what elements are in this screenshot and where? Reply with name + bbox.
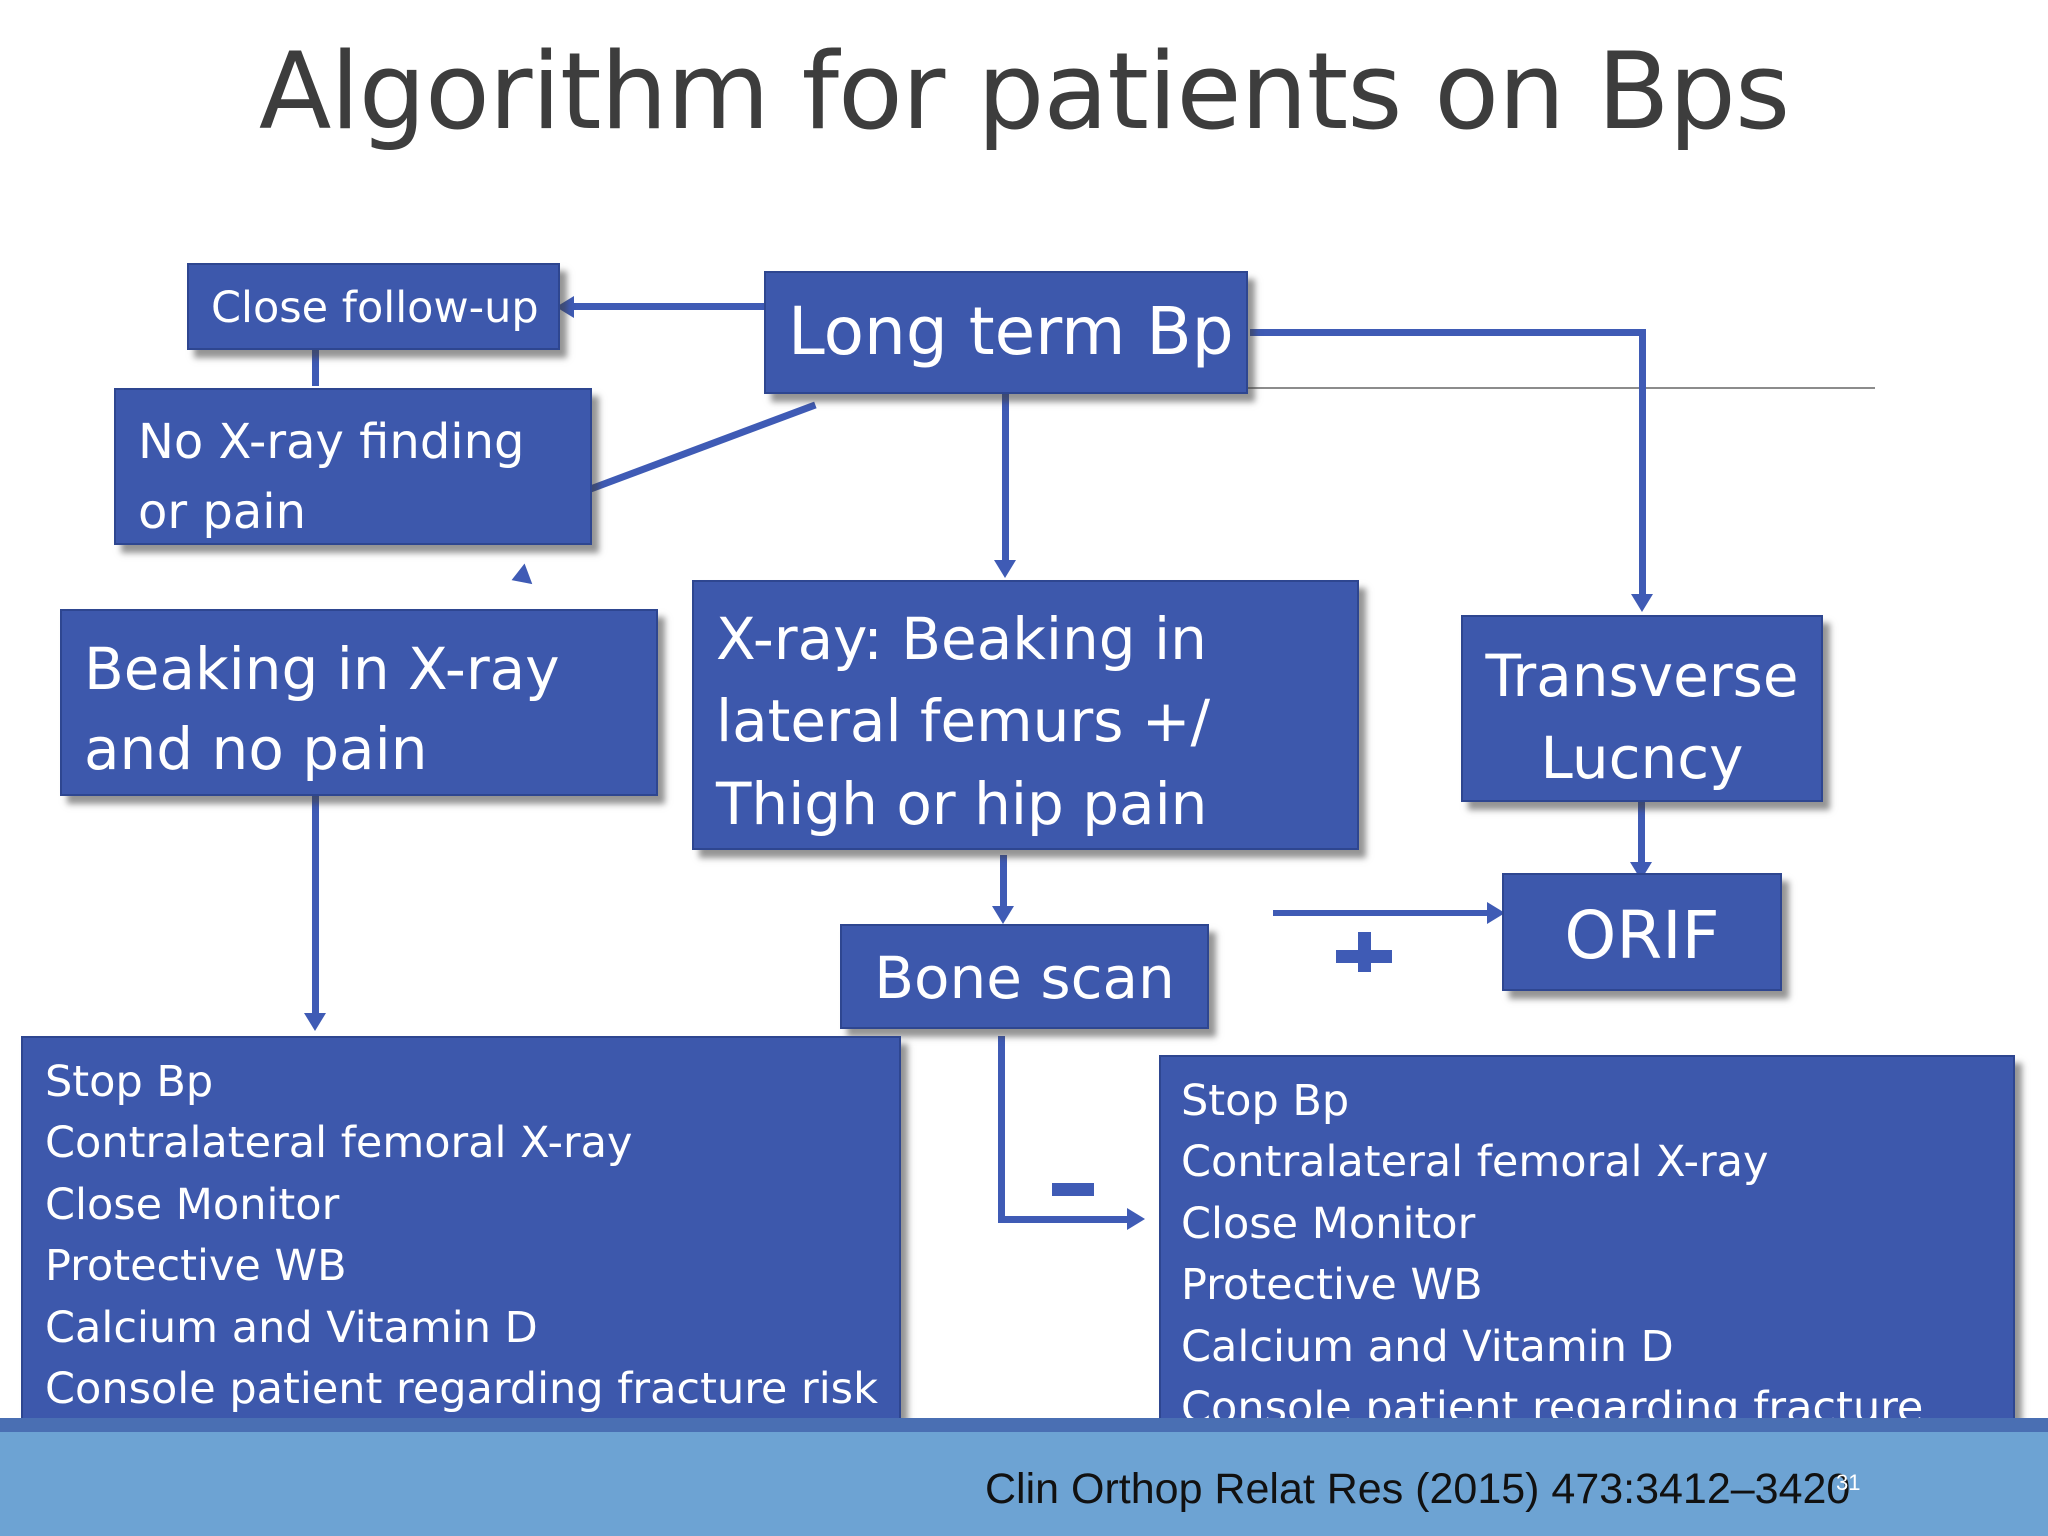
beaking-line-2: and no pain	[84, 715, 428, 784]
left-plan-item: Console patient regarding fracture risk	[45, 1364, 878, 1415]
transverse-line-2: Lucncy	[1540, 724, 1744, 793]
long-term-bp-label: Long term Bp	[788, 293, 1234, 370]
right-plan-item: Stop Bp	[1181, 1076, 1350, 1126]
close-followup-label: Close follow-up	[211, 283, 539, 333]
bone-scan-label: Bone scan	[874, 944, 1175, 1012]
no-xray-line-2: or pain	[138, 483, 306, 540]
transverse-lucency-box: Transverse Lucncy	[1461, 615, 1823, 802]
bone-scan-box: Bone scan	[840, 924, 1209, 1029]
beaking-line-1: Beaking in X-ray	[84, 635, 560, 703]
xray-beaking-box: X-ray: Beaking in lateral femurs +/ Thig…	[692, 580, 1359, 850]
connector-noxray-to-followup	[312, 336, 319, 386]
xray-line-1: X-ray: Beaking in	[716, 605, 1207, 673]
xray-line-3: Thigh or hip pain	[716, 769, 1208, 838]
transverse-line-1: Transverse	[1485, 642, 1799, 710]
left-plan-item: Calcium and Vitamin D	[45, 1302, 538, 1353]
footer-accent-line	[0, 1418, 2048, 1432]
citation-text: Clin Orthop Relat Res (2015) 473:3412–34…	[985, 1465, 1851, 1513]
no-xray-finding-box: No X-ray finding or pain	[114, 388, 592, 545]
orif-label: ORIF	[1564, 897, 1720, 974]
long-term-bp-box: Long term Bp	[764, 271, 1248, 394]
right-plan-item: Contralateral femoral X-ray	[1181, 1137, 1769, 1188]
left-plan-item: Protective WB	[45, 1241, 347, 1292]
right-plan-item: Close Monitor	[1181, 1198, 1476, 1249]
left-plan-item: Contralateral femoral X-ray	[45, 1118, 633, 1169]
orif-box: ORIF	[1502, 873, 1782, 991]
page-number: 31	[1836, 1470, 1861, 1495]
no-xray-line-1: No X-ray finding	[138, 414, 525, 470]
right-management-box: Stop Bp Contralateral femoral X-ray Clos…	[1159, 1055, 2015, 1495]
divider-line	[770, 387, 1875, 389]
minus-sign	[1052, 1183, 1094, 1196]
slide-title: Algorithm for patients on Bps	[258, 30, 1790, 153]
left-plan-item: Stop Bp	[45, 1057, 214, 1107]
xray-line-2: lateral femurs +/	[716, 687, 1211, 756]
right-plan-item: Calcium and Vitamin D	[1181, 1321, 1674, 1372]
close-followup-box: Close follow-up	[187, 263, 560, 350]
left-management-box: Stop Bp Contralateral femoral X-ray Clos…	[21, 1036, 901, 1426]
footer-band	[0, 1418, 2048, 1536]
left-plan-item: Close Monitor	[45, 1179, 340, 1230]
right-plan-item: Protective WB	[1181, 1260, 1483, 1311]
beaking-no-pain-box: Beaking in X-ray and no pain	[60, 609, 658, 796]
